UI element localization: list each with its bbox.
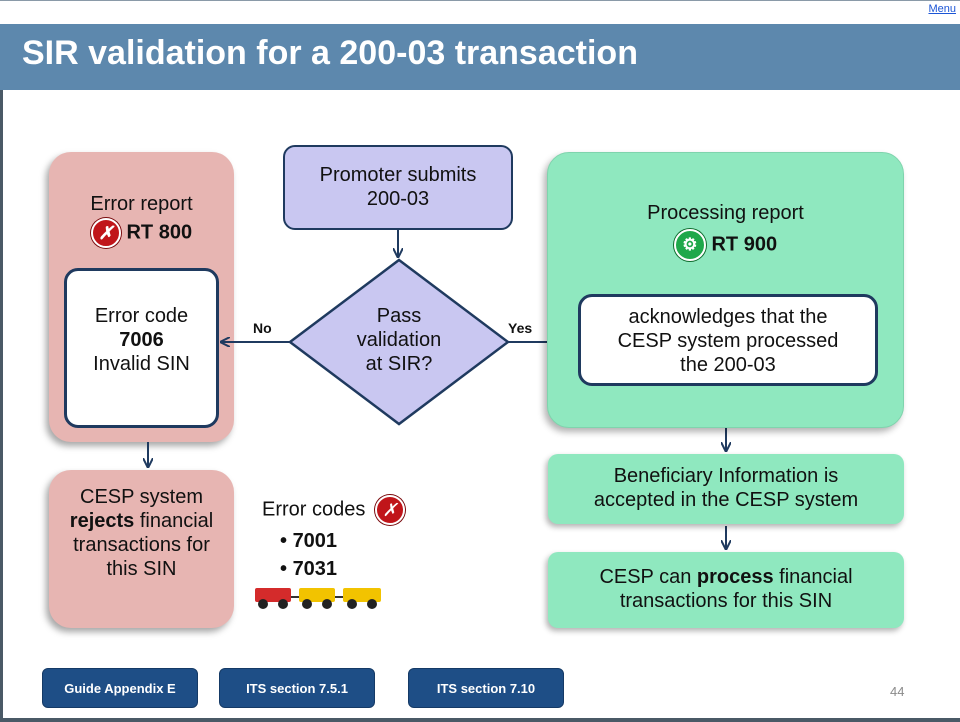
rt-900-label: RT 900 bbox=[711, 233, 778, 256]
processing-report-rt: ⚙ RT 900 bbox=[548, 229, 903, 261]
decision-line3: at SIR? bbox=[365, 353, 433, 375]
reject-line3: transactions for bbox=[73, 534, 210, 556]
start-line1: Promoter submits bbox=[319, 164, 477, 186]
bottom-border bbox=[0, 718, 960, 722]
error-code-label: Error code bbox=[94, 305, 189, 327]
start-box: Promoter submits 200-03 bbox=[283, 145, 513, 230]
decision-line2: validation bbox=[356, 329, 442, 351]
reject-line2: rejects financial bbox=[49, 509, 234, 533]
error-code-7001: 7001 bbox=[292, 530, 338, 552]
error-x-icon: ✗ bbox=[374, 495, 405, 525]
page-title: SIR validation for a 200-03 transaction bbox=[22, 34, 638, 72]
process-bold: process bbox=[696, 566, 774, 588]
guide-appendix-e-button[interactable]: Guide Appendix E bbox=[42, 668, 198, 708]
reject-line4: this SIN bbox=[106, 558, 177, 580]
ack-line3: the 200-03 bbox=[680, 354, 776, 376]
error-report-rt: ✗ RT 800 bbox=[49, 218, 234, 248]
reject-panel: CESP system rejects financial transactio… bbox=[49, 470, 234, 628]
accepted-line1: Beneficiary Information is bbox=[613, 465, 839, 487]
error-code-7006: 7006 bbox=[119, 329, 164, 351]
error-code-desc: Invalid SIN bbox=[93, 353, 190, 375]
decision-diamond bbox=[287, 258, 511, 426]
edge-label-no: No bbox=[253, 320, 272, 336]
error-code-7031: 7031 bbox=[292, 558, 338, 580]
page-number: 44 bbox=[890, 684, 905, 699]
reject-line1: CESP system bbox=[80, 486, 203, 508]
accepted-box: Beneficiary Information is accepted in t… bbox=[548, 454, 904, 524]
error-codes-title: Error codes bbox=[262, 498, 366, 521]
start-line2: 200-03 bbox=[366, 188, 430, 210]
its-section-7-5-1-button[interactable]: ITS section 7.5.1 bbox=[219, 668, 375, 708]
process-before-bold: CESP can bbox=[599, 566, 697, 588]
error-codes-block: Error codes ✗ • 7001 • 7031 bbox=[252, 495, 412, 610]
process-line2: transactions for this SIN bbox=[619, 590, 833, 612]
error-codes-title-row: Error codes ✗ bbox=[252, 495, 412, 525]
reject-after-bold: financial bbox=[134, 510, 214, 532]
decision-line1: Pass bbox=[376, 305, 422, 327]
title-bar: SIR validation for a 200-03 transaction bbox=[0, 24, 960, 90]
menu-link[interactable]: Menu bbox=[928, 3, 956, 15]
gear-icon: ⚙ bbox=[673, 229, 706, 261]
accepted-line2: accepted in the CESP system bbox=[593, 489, 859, 511]
acknowledge-box: acknowledges that the CESP system proces… bbox=[578, 294, 878, 386]
error-code-box: Error code 7006 Invalid SIN bbox=[64, 268, 219, 428]
process-box: CESP can process financial transactions … bbox=[548, 552, 904, 628]
process-line1: CESP can process financial bbox=[548, 565, 904, 589]
error-code-item: • 7031 bbox=[280, 558, 338, 580]
process-after-bold: financial bbox=[773, 566, 853, 588]
rt-800-label: RT 800 bbox=[126, 221, 193, 244]
toy-train-icon bbox=[255, 588, 381, 609]
reject-bold: rejects bbox=[69, 510, 135, 532]
edge-label-yes: Yes bbox=[508, 320, 533, 336]
error-code-item: • 7001 bbox=[280, 530, 338, 552]
processing-report-title: Processing report bbox=[647, 202, 804, 224]
its-section-7-10-button[interactable]: ITS section 7.10 bbox=[408, 668, 564, 708]
decision-text: Pass validation at SIR? bbox=[330, 304, 468, 384]
error-x-icon: ✗ bbox=[90, 218, 121, 248]
error-report-title: Error report bbox=[90, 193, 193, 215]
top-divider bbox=[0, 0, 960, 1]
left-border bbox=[0, 90, 3, 722]
ack-line1: acknowledges that the bbox=[628, 306, 828, 328]
ack-line2: CESP system processed bbox=[617, 330, 839, 352]
processing-report-panel: Processing report ⚙ RT 900 bbox=[547, 152, 904, 428]
